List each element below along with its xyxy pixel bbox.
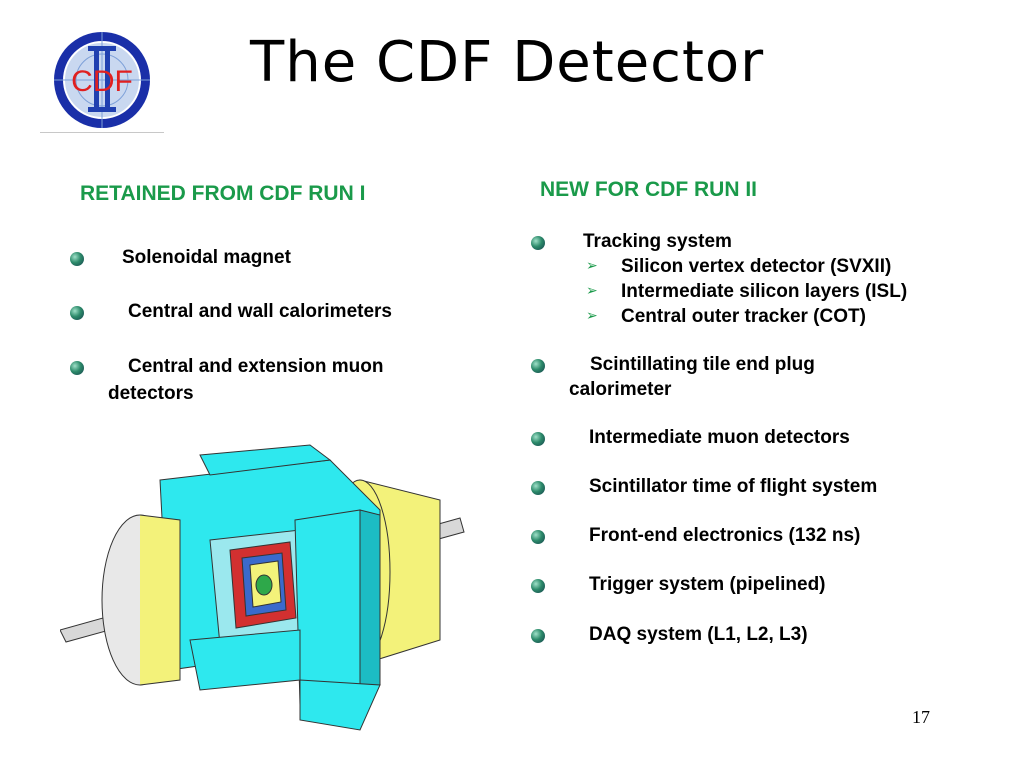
- list-item: Front-end electronics (132 ns): [589, 525, 861, 546]
- sub-item: Central outer tracker (COT): [621, 306, 866, 327]
- right-column-heading: NEW FOR CDF RUN II: [540, 178, 757, 201]
- arrow-bullet-icon: ➢: [586, 257, 598, 273]
- bullet-icon: [531, 359, 545, 373]
- detector-illustration: [59, 440, 480, 740]
- page-number: 17: [912, 707, 930, 727]
- sub-item: Intermediate silicon layers (ISL): [621, 281, 908, 302]
- bullet-icon: [531, 579, 545, 593]
- cdf-logo: CDF: [40, 28, 164, 138]
- list-item-continuation: detectors: [108, 383, 194, 404]
- list-item: Scintillating tile end plug: [590, 354, 815, 375]
- left-column-heading: RETAINED FROM CDF RUN I: [80, 182, 366, 205]
- list-item: Central and extension muon: [128, 356, 384, 377]
- list-item: Central and wall calorimeters: [128, 301, 392, 322]
- list-item-continuation: calorimeter: [569, 379, 672, 400]
- list-item: Intermediate muon detectors: [589, 427, 850, 448]
- bullet-icon: [70, 361, 84, 375]
- list-item-tracking: Tracking system: [583, 231, 732, 252]
- sub-item: Silicon vertex detector (SVXII): [621, 256, 892, 277]
- list-item: Solenoidal magnet: [122, 247, 291, 268]
- logo-divider: [40, 132, 164, 133]
- bullet-icon: [70, 252, 84, 266]
- bullet-icon: [531, 530, 545, 544]
- list-item: Scintillator time of flight system: [589, 476, 878, 497]
- bullet-icon: [531, 432, 545, 446]
- list-item: Trigger system (pipelined): [589, 574, 826, 595]
- bullet-icon: [531, 481, 545, 495]
- arrow-bullet-icon: ➢: [586, 307, 598, 323]
- bullet-icon: [70, 306, 84, 320]
- logo-text: CDF: [71, 65, 133, 98]
- list-item: DAQ system (L1, L2, L3): [589, 624, 808, 645]
- bullet-icon: [531, 629, 545, 643]
- page-title: The CDF Detector: [250, 30, 765, 95]
- bullet-icon: [531, 236, 545, 250]
- arrow-bullet-icon: ➢: [586, 282, 598, 298]
